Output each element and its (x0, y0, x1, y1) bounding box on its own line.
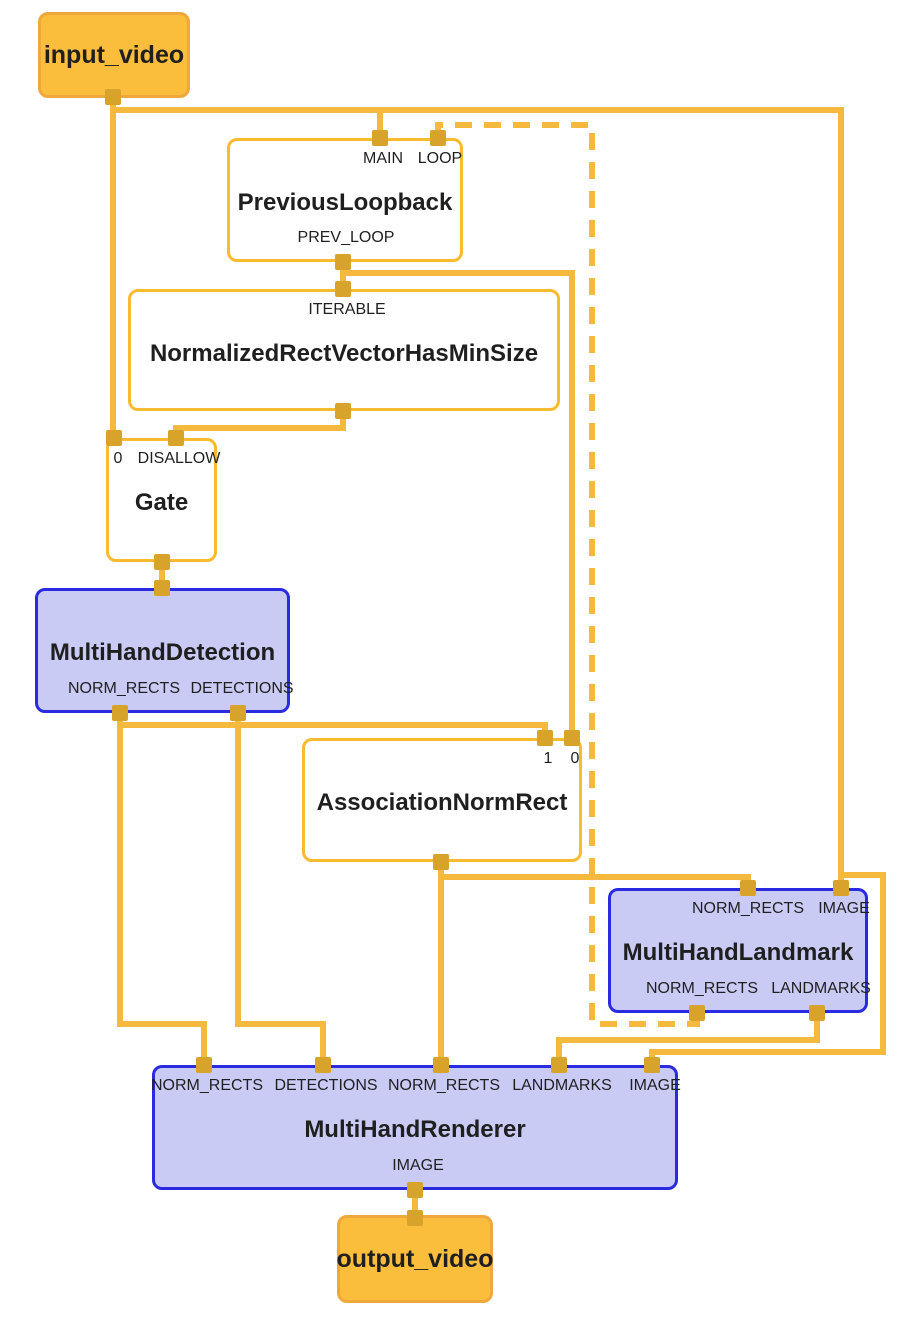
port-outputvideo-in (407, 1210, 423, 1226)
port-label-renderer-landmarks: LANDMARKS (512, 1077, 612, 1094)
port-prevloopback-main (372, 130, 388, 146)
port-minsize-out (335, 403, 351, 419)
port-gate-disallow (168, 430, 184, 446)
node-multi-hand-detection[interactable]: MultiHandDetection NORM_RECTS DETECTIONS (35, 588, 294, 713)
port-landmark-landmarks-out (809, 1005, 825, 1021)
port-renderer-detections (315, 1057, 331, 1073)
port-minsize-iterable (335, 281, 351, 297)
port-label-gate-0: 0 (113, 450, 123, 467)
port-label-renderer-detections: DETECTIONS (274, 1077, 378, 1094)
node-previous-loopback[interactable]: MAIN LOOP PreviousLoopback PREV_LOOP (227, 138, 463, 262)
port-assoc-1 (537, 730, 553, 746)
port-landmark-normrects-out (689, 1005, 705, 1021)
port-detection-detections (230, 705, 246, 721)
node-normalized-rect-vector-has-min-size[interactable]: ITERABLE NormalizedRectVectorHasMinSize (128, 289, 560, 411)
edge-prevloop-to-assoc0 (343, 270, 575, 738)
node-multi-hand-landmark[interactable]: NORM_RECTS IMAGE MultiHandLandmark NORM_… (608, 888, 871, 1013)
port-assoc-0 (564, 730, 580, 746)
port-renderer-landmarks (551, 1057, 567, 1073)
normalized-rect-vector-has-min-size-title: NormalizedRectVectorHasMinSize (149, 340, 539, 367)
port-detection-normrects (112, 705, 128, 721)
port-label-renderer-image-in: IMAGE (629, 1077, 681, 1094)
port-gate-out (154, 554, 170, 570)
port-label-landmark-norm-rects-in: NORM_RECTS (691, 900, 805, 917)
edge-inputvideo-to-landmark-image (110, 107, 844, 888)
port-label-renderer-image-out: IMAGE (392, 1157, 444, 1174)
port-prevloopback-loop (430, 130, 446, 146)
edge-inputvideo-to-renderer-image (649, 872, 886, 1065)
port-label-detection-norm-rects: NORM_RECTS (67, 680, 181, 697)
input-video-title: input_video (43, 40, 185, 69)
port-label-landmark-landmarks-out: LANDMARKS (771, 980, 871, 997)
multi-hand-detection-title: MultiHandDetection (49, 639, 276, 666)
port-landmark-image-in (833, 880, 849, 896)
previous-loopback-title: PreviousLoopback (237, 189, 453, 216)
port-label-assoc-0: 0 (570, 750, 580, 767)
gate-title: Gate (134, 489, 189, 516)
port-inputvideo-out (105, 89, 121, 105)
port-gate-0 (106, 430, 122, 446)
output-video-title: output_video (336, 1244, 494, 1273)
port-renderer-image-out (407, 1182, 423, 1198)
port-renderer-normrects-b (433, 1057, 449, 1073)
port-label-loop: LOOP (417, 150, 463, 167)
port-prevloopback-prevloop (335, 254, 351, 270)
node-gate[interactable]: 0 DISALLOW Gate (106, 438, 220, 562)
association-norm-rect-title: AssociationNormRect (316, 789, 568, 816)
port-label-iterable: ITERABLE (308, 301, 386, 318)
port-renderer-normrects-a (196, 1057, 212, 1073)
node-multi-hand-renderer[interactable]: NORM_RECTS DETECTIONS NORM_RECTS LANDMAR… (150, 1065, 681, 1190)
port-label-detection-detections: DETECTIONS (190, 680, 294, 697)
edge-detections-to-renderer (235, 712, 326, 1065)
port-label-landmark-norm-rects-out: NORM_RECTS (645, 980, 759, 997)
port-label-landmark-image-in: IMAGE (818, 900, 870, 917)
port-label-assoc-1: 1 (543, 750, 553, 767)
port-assoc-out (433, 854, 449, 870)
edge-landmarks-to-renderer (556, 1012, 820, 1065)
multi-hand-renderer-title: MultiHandRenderer (304, 1116, 526, 1143)
port-label-renderer-norm-rects-a: NORM_RECTS (150, 1077, 264, 1094)
node-association-norm-rect[interactable]: 1 0 AssociationNormRect (302, 738, 582, 862)
port-landmark-normrects-in (740, 880, 756, 896)
port-detection-in (154, 580, 170, 596)
multi-hand-landmark-title: MultiHandLandmark (622, 939, 854, 966)
port-label-disallow: DISALLOW (137, 450, 221, 467)
port-label-main: MAIN (363, 150, 403, 167)
port-label-prev-loop: PREV_LOOP (297, 229, 395, 246)
port-renderer-image-in (644, 1057, 660, 1073)
node-output-video[interactable]: output_video (337, 1215, 493, 1303)
port-label-renderer-norm-rects-b: NORM_RECTS (387, 1077, 501, 1094)
edge-loopback-dashed (435, 122, 694, 1027)
edge-normrects-to-renderer (117, 712, 207, 1065)
